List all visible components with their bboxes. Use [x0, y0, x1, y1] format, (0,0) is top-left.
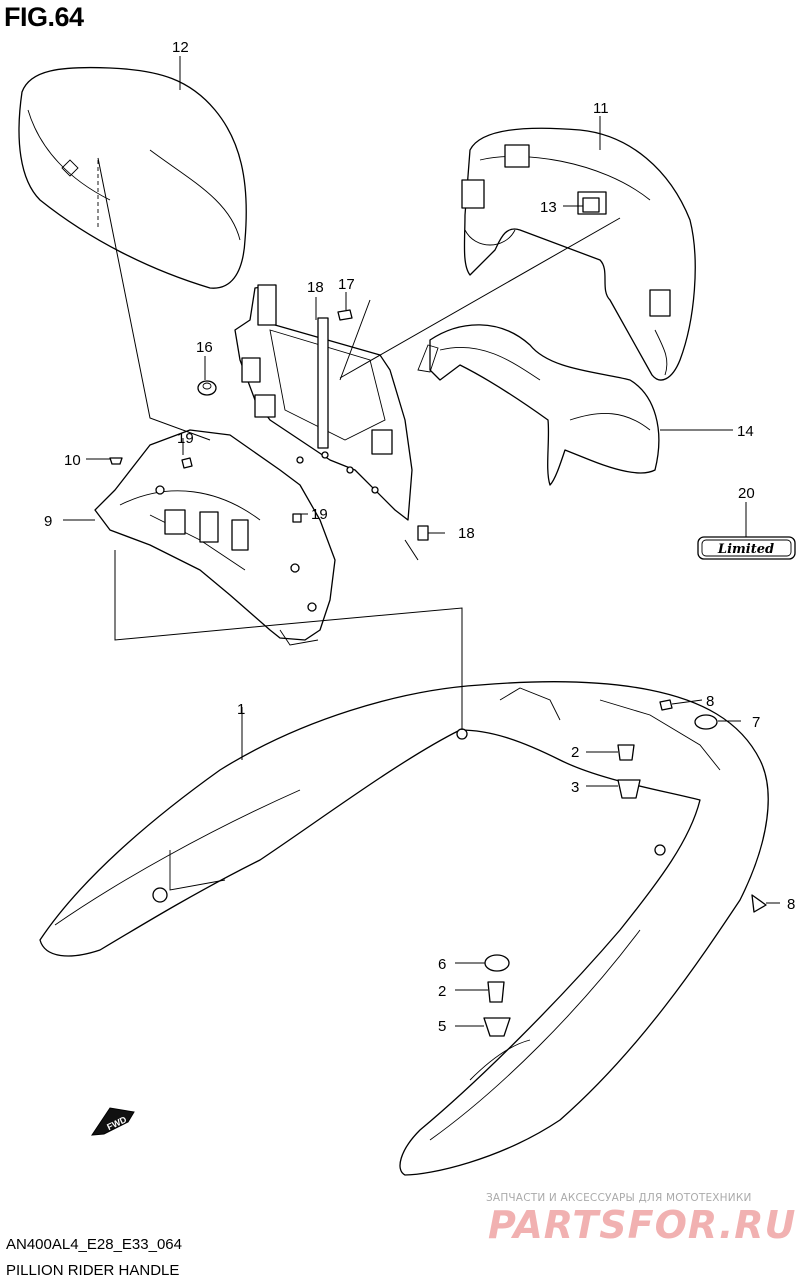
- callout-14: 12: [172, 39, 189, 56]
- part-9-frame-plate: [94, 429, 336, 646]
- callout-1: 1: [237, 701, 245, 718]
- callout-18-label: 18: [458, 525, 475, 542]
- part-19-screw: [181, 457, 193, 469]
- callout-3: 3: [571, 779, 579, 796]
- part-3-collar: [617, 779, 641, 799]
- part-13-lower-cover: [417, 324, 660, 486]
- part-8-clip: [751, 894, 767, 913]
- part-10-screw: [109, 457, 123, 465]
- callout-numbers: 12 11 13 14 20 18 17 16 10 9 19 19 19 18…: [44, 39, 795, 1035]
- part-16-screw: [337, 309, 353, 321]
- figure-code: AN400AL4_E28_E33_064: [6, 1236, 182, 1253]
- part-7-screw: [659, 699, 673, 711]
- hardware-items: [109, 197, 767, 1037]
- part-6-cap: [694, 714, 718, 730]
- part-1-pillion-handle: [39, 681, 769, 1176]
- callout-11: 11: [593, 100, 609, 117]
- part-11-backrest-shell: [461, 127, 696, 381]
- figure-title: FIG.64: [4, 2, 84, 32]
- callout-15: 16: [196, 339, 213, 356]
- callout-12: 13: [540, 199, 557, 216]
- part-19-screw: [292, 513, 302, 523]
- figure-name: PILLION RIDER HANDLE: [6, 1262, 180, 1279]
- callout-19: 19: [177, 430, 194, 447]
- part-20-emblem: Limited: [697, 536, 796, 560]
- callout-13: 14: [737, 423, 754, 440]
- leader-lines: [63, 56, 780, 1027]
- part-17-bracket: [234, 284, 413, 521]
- fwd-arrow-icon: FWD: [91, 1107, 135, 1136]
- callout-5: 6: [438, 956, 446, 973]
- watermark-subtitle: ЗАПЧАСТИ И АКСЕССУАРЫ ДЛЯ МОТОТЕХНИКИ: [486, 1192, 752, 1204]
- part-18-bolt: [417, 525, 429, 541]
- callout-19b: 19: [311, 506, 328, 523]
- emblem-text: Limited: [717, 542, 774, 557]
- callout-7: 8: [706, 693, 714, 710]
- callout-17: 18: [307, 279, 324, 296]
- part-5-cap: [484, 954, 510, 972]
- callout-10: 10: [64, 452, 81, 469]
- callout-9: 9: [44, 513, 52, 530]
- callout-2b: 2: [438, 983, 446, 1000]
- part-14-backrest-pad: [18, 66, 247, 289]
- part-2-bolt: [617, 744, 635, 761]
- callout-6: 7: [752, 714, 760, 731]
- part-12-nut: [582, 197, 600, 213]
- callout-16: 17: [338, 276, 355, 293]
- callout-2: 2: [571, 744, 579, 761]
- callout-20: 20: [738, 485, 755, 502]
- part-15-grommet: [197, 380, 217, 396]
- watermark-brand: PARTSFOR.RU: [488, 1203, 797, 1247]
- part-4-collar: [483, 1017, 511, 1037]
- callout-8-label: 8: [787, 896, 795, 913]
- part-2-bolt: [487, 981, 505, 1003]
- callout-4: 5: [438, 1018, 446, 1035]
